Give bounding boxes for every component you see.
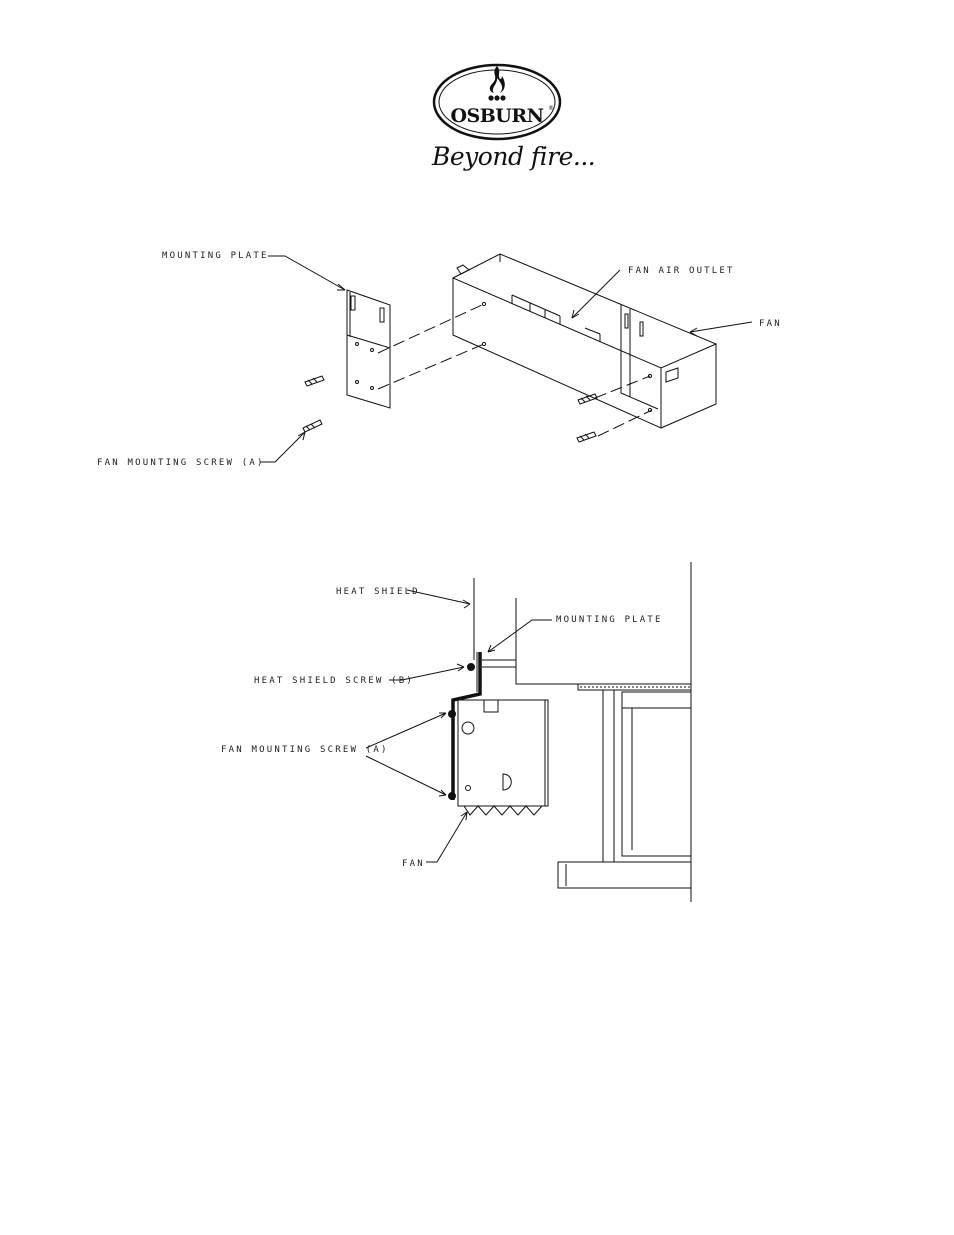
screw-4	[576, 431, 597, 443]
brand-tagline: Beyond fire...	[432, 142, 596, 171]
mounting-plate-section	[451, 652, 482, 800]
label-heat-shield: HEAT SHIELD	[336, 587, 420, 597]
fan-housing-part	[451, 253, 718, 429]
label-fan-mounting-screw: FAN MOUNTING SCREW (A)	[97, 458, 265, 468]
fan-section	[457, 699, 549, 816]
label-mounting-plate: MOUNTING PLATE	[162, 251, 269, 261]
figure1-exploded-view	[260, 253, 753, 463]
label-mounting-plate-2: MOUNTING PLATE	[556, 615, 663, 625]
label-fan: FAN	[759, 319, 782, 329]
screw-3	[577, 393, 598, 405]
label-fan-mounting-screw-2: FAN MOUNTING SCREW (A)	[221, 745, 389, 755]
osburn-logo: OSBURN ®	[432, 63, 562, 141]
figure2-section-view	[365, 562, 692, 902]
svg-text:®: ®	[548, 105, 554, 112]
screw-1	[304, 375, 325, 387]
screw-2	[302, 419, 323, 433]
label-fan-2: FAN	[402, 859, 425, 869]
label-heat-shield-screw: HEAT SHIELD SCREW (B)	[254, 676, 414, 686]
brand-name: OSBURN	[450, 105, 543, 127]
label-fan-air-outlet: FAN AIR OUTLET	[628, 266, 735, 276]
mounting-plate-part	[346, 289, 391, 409]
